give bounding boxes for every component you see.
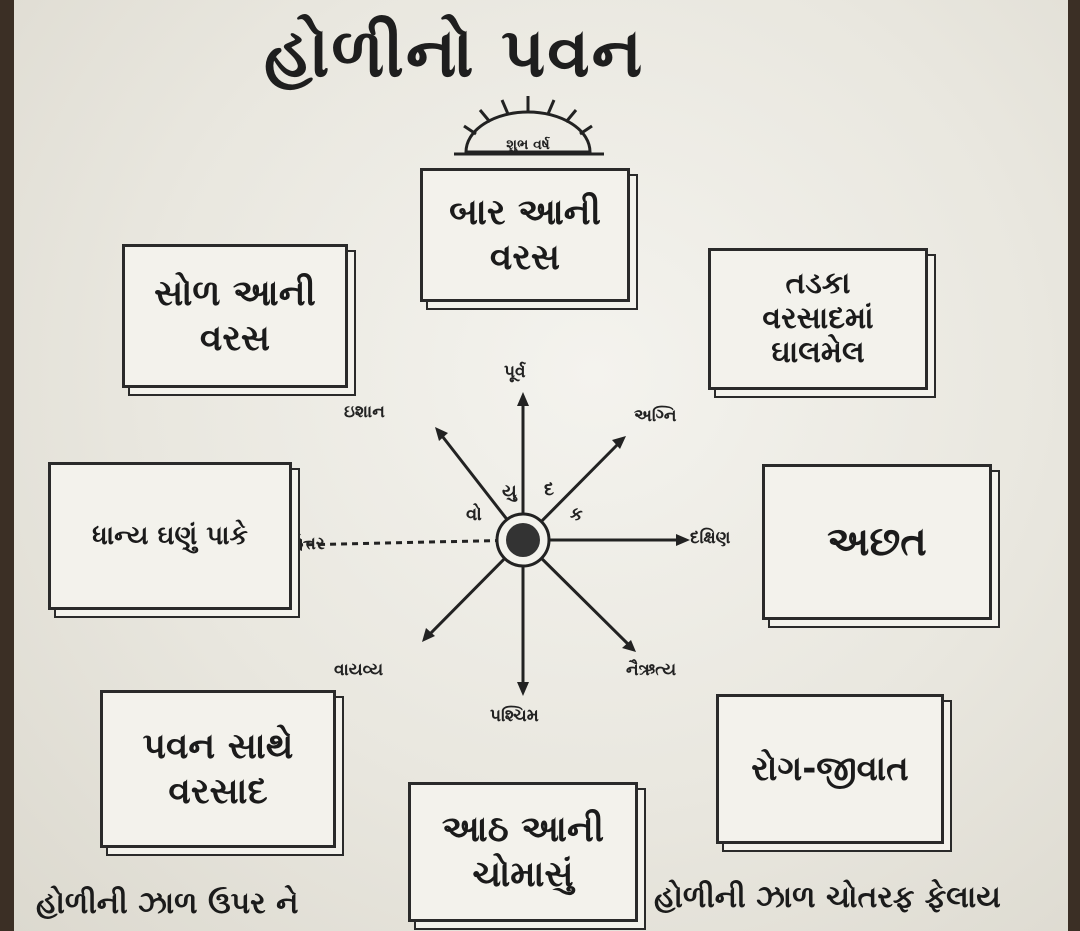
box-south-line: અછત — [827, 519, 927, 565]
box-north-west: પવન સાથે વરસાદ — [100, 690, 336, 848]
box-east-line: બાર આની — [449, 192, 601, 233]
poster: હોળીનો પવન શુભ વર્ષ — [14, 0, 1068, 931]
box-east: બાર આની વરસ — [420, 168, 630, 302]
page-title: હોળીનો પવન — [264, 14, 645, 93]
box-south-west-line: રોગ-જીવાત — [751, 748, 909, 789]
box-south-east-line: ઘાલમેલ — [771, 335, 865, 371]
direction-label-north: ઉત્તર — [290, 534, 325, 554]
direction-label-east: પૂર્વ — [504, 362, 526, 382]
box-south-east-line: વરસાદમાં — [762, 300, 874, 336]
box-north-west-line: પવન સાથે — [142, 726, 294, 767]
box-south-east-line: તડકા — [785, 266, 851, 302]
box-west-line: આઠ આની — [441, 809, 605, 850]
box-west-line: ચોમાસું — [472, 854, 574, 895]
box-east-line: વરસ — [489, 237, 561, 278]
sun-label: શુભ વર્ષ — [506, 135, 550, 153]
compass-arrowheads — [288, 392, 690, 696]
box-south: અછત — [762, 464, 992, 620]
compass-diagram: શુભ વર્ષ વો યુ — [288, 96, 690, 696]
center-glyph: દ — [544, 479, 554, 500]
direction-label-south: દક્ષિણ — [690, 528, 731, 548]
direction-label-north-west: વાયવ્ય — [334, 660, 384, 680]
box-south-west: રોગ-જીવાત — [716, 694, 944, 844]
box-west: આઠ આની ચોમાસું — [408, 782, 638, 922]
direction-label-north-east: ઇશાન — [344, 402, 385, 422]
center-glyph: યુ — [502, 481, 518, 502]
box-north-east: સોળ આની વરસ — [122, 244, 348, 388]
box-north: ધાન્ય ઘણું પાકે — [48, 462, 292, 610]
box-north-west-line: વરસાદ — [168, 771, 268, 812]
box-north-east-line: સોળ આની — [154, 273, 316, 314]
box-south-east: તડકા વરસાદમાં ઘાલમેલ — [708, 248, 928, 390]
direction-label-south-east: અગ્નિ — [634, 406, 677, 426]
footer-caption-left: હોળીની ઝાળ ઉપર ને — [36, 886, 299, 921]
compass-hub — [495, 512, 551, 568]
center-glyph: ક — [570, 504, 583, 525]
box-north-east-line: વરસ — [199, 318, 271, 359]
footer-caption-right: હોળીની ઝાળ ચોતરફ ફેલાય — [654, 880, 1001, 915]
sun-icon — [454, 96, 604, 156]
center-glyph: વો — [466, 503, 482, 525]
direction-label-west: પશ્ચિમ — [490, 706, 539, 726]
box-north-line: ધાન્ય ઘણું પાકે — [92, 520, 248, 551]
direction-label-south-west: નૈઋત્ય — [626, 660, 677, 680]
